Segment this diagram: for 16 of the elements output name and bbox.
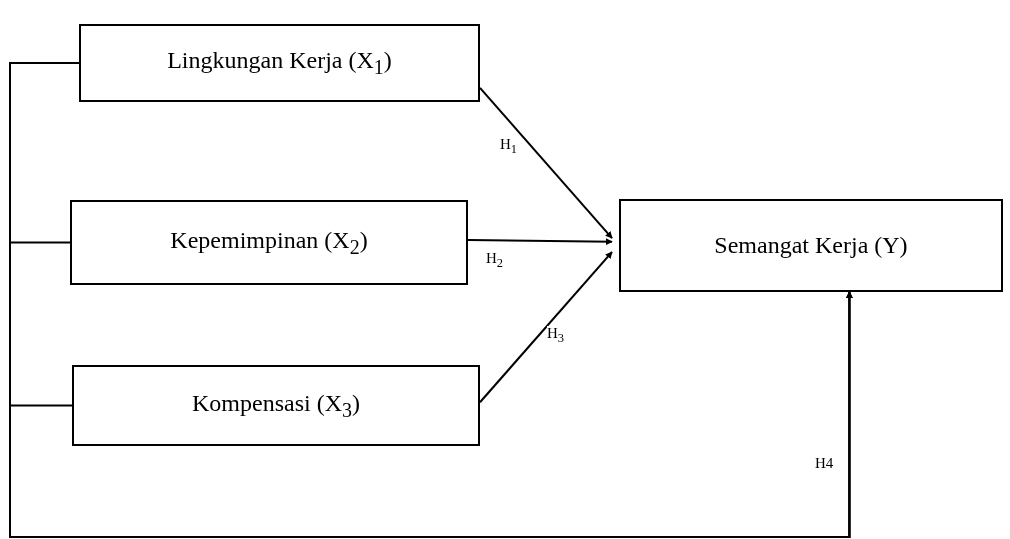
arrow: [479, 251, 613, 404]
edge-label: H$_{1}$: [500, 137, 518, 156]
variable-label: Semangat Kerja (Y): [714, 232, 908, 259]
edge-label: H4: [815, 456, 834, 471]
arrow: [9, 291, 853, 538]
arrow: [467, 238, 613, 246]
variable-box: [79, 24, 480, 102]
edge-label: H$_{2}$: [486, 251, 504, 270]
variable-box: [619, 199, 1003, 292]
variable-label: Kompensasi (X$_{3}$): [192, 389, 360, 422]
variable-box: [70, 200, 468, 285]
arrow: [479, 86, 613, 240]
variable-label: Kepemimpinan (X$_{2}$): [170, 226, 368, 259]
edge-label: H$_{3}$: [547, 326, 565, 345]
variable-label: Lingkungan Kerja (X$_{1}$): [167, 47, 392, 79]
variable-box: [72, 365, 480, 446]
